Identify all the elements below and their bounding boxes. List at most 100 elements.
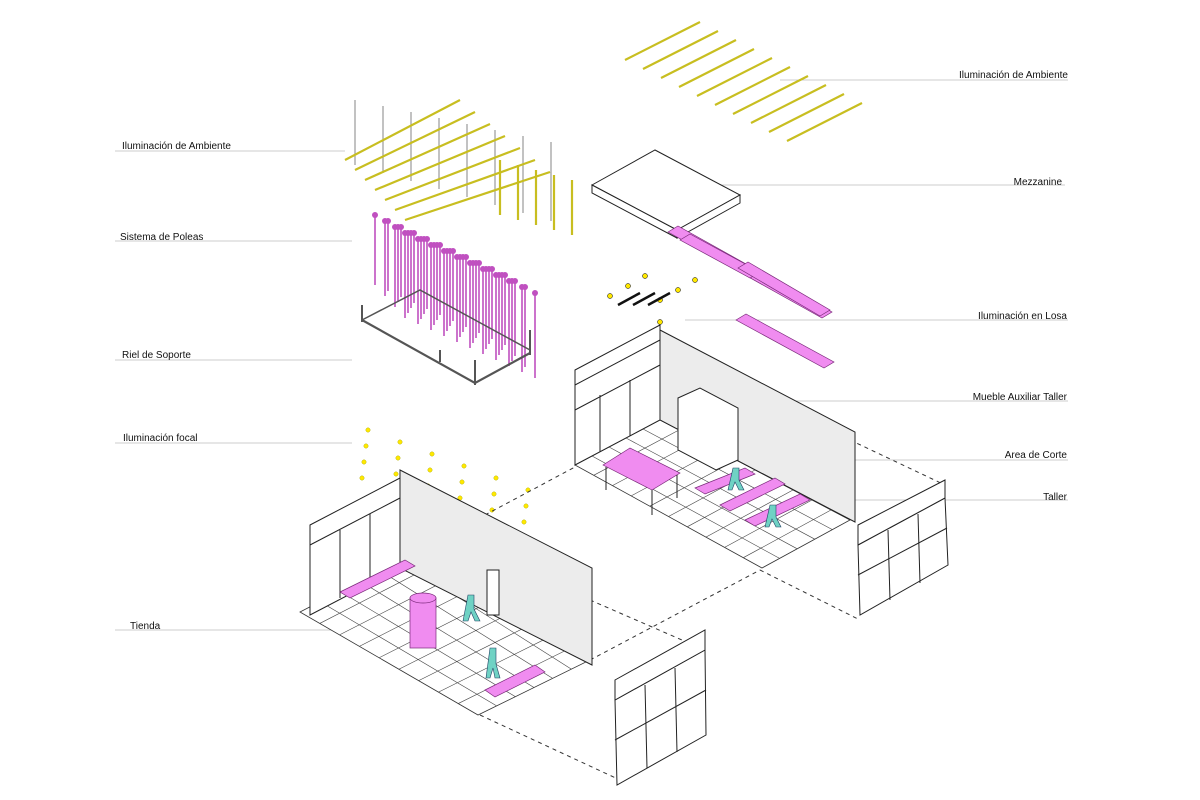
store-cylinder-top	[409, 592, 437, 604]
right-ambient-lighting	[624, 21, 863, 142]
ambient-light-bar	[714, 66, 791, 106]
mezzanine-slab	[590, 149, 742, 239]
floor-grid-line	[359, 580, 535, 688]
rail-frame	[361, 289, 531, 351]
pulley-dot	[532, 290, 538, 296]
label-slab-lighting: Iluminación en Losa	[978, 311, 1067, 322]
dashed-line	[479, 714, 621, 781]
workshop-facade-mullions	[574, 339, 661, 452]
slab-light-dot	[692, 277, 698, 283]
slab-light-dot	[642, 273, 648, 279]
slab-light-bar	[617, 291, 641, 307]
store-door	[486, 569, 500, 616]
ambient-light-bar	[344, 99, 461, 161]
slab-panel	[735, 313, 835, 369]
label-workshop: Taller	[1043, 492, 1068, 503]
floor-grid-line	[379, 570, 553, 679]
ambient-light-bar	[642, 30, 719, 70]
ambient-light-bar	[624, 21, 701, 61]
ambient-light-bar	[364, 122, 491, 182]
store-front-facade	[614, 629, 707, 786]
label-mezzanine: Mezzanine	[1014, 177, 1063, 188]
store-cylinder-display	[409, 597, 437, 649]
dashed-line	[759, 569, 861, 621]
ambient-light-bar	[786, 102, 863, 142]
label-left-ambient-lighting: Iluminación de Ambiente	[122, 141, 231, 152]
pulley-dot	[392, 224, 398, 230]
focal-light-dot	[363, 443, 369, 449]
label-pulley-system: Sistema de Poleas	[120, 232, 203, 243]
pulley-dot	[415, 236, 421, 242]
store-shelf	[484, 664, 546, 698]
workshop-bench	[744, 493, 811, 527]
pulley-dot	[402, 230, 408, 236]
pulley-dot	[519, 284, 525, 290]
mullion	[574, 364, 661, 411]
ambient-light-bar	[374, 134, 506, 192]
ambient-light-bar	[660, 39, 737, 79]
workshop-room	[574, 324, 856, 569]
ambient-light-bar	[678, 48, 755, 88]
mullion	[614, 689, 707, 741]
facade-header	[614, 629, 706, 701]
pulley-dot	[428, 242, 434, 248]
labels: Iluminación de Ambiente Sistema de Polea…	[120, 70, 1068, 632]
pulley-dot	[454, 254, 460, 260]
label-store: Tienda	[130, 621, 161, 632]
label-support-rail: Riel de Soporte	[122, 350, 191, 361]
focal-light-dot	[361, 459, 367, 465]
pulley-dot	[493, 272, 499, 278]
pulley-dot	[382, 218, 388, 224]
mullion	[309, 497, 401, 546]
store-room	[299, 469, 593, 716]
floor-grid-line	[418, 623, 534, 681]
pulley-dot	[506, 278, 512, 284]
ambient-light-bar	[768, 93, 845, 133]
workshop-front-facade	[857, 479, 949, 616]
focal-light-dot	[393, 471, 399, 477]
person-figure	[727, 467, 745, 491]
mullion	[857, 527, 948, 576]
facade-header	[857, 479, 946, 546]
pulley-system	[372, 212, 538, 378]
slab-light-dot	[657, 319, 663, 325]
label-focal-lighting: Iluminación focal	[123, 433, 197, 444]
mullion	[574, 339, 661, 386]
floor-grid-line	[378, 598, 496, 659]
focal-light-dot	[359, 475, 365, 481]
focal-light-dot	[491, 491, 497, 497]
ambient-light-bar	[404, 170, 551, 222]
mullion	[887, 529, 891, 601]
slab-light-dot	[625, 283, 631, 289]
floor-grid-line	[319, 601, 497, 707]
focal-light-dot	[459, 479, 465, 485]
label-right-ambient-lighting: Iluminación de Ambiente	[959, 70, 1068, 81]
floor-grid-line	[743, 509, 832, 558]
dashed-line	[484, 466, 576, 516]
ambient-light-bar	[394, 158, 536, 212]
mullion	[644, 684, 648, 769]
slab-lighting-fixtures	[607, 273, 698, 325]
focal-light-dot	[397, 439, 403, 445]
pulley-dot	[467, 260, 473, 266]
focal-light-dot	[429, 451, 435, 457]
left-ambient-lighting	[344, 99, 574, 235]
pulley-dot	[372, 212, 378, 218]
mullion	[917, 513, 921, 584]
store-counter	[339, 559, 416, 599]
mullion	[674, 667, 678, 753]
focal-light-dot	[493, 475, 499, 481]
pulley-dot	[441, 248, 447, 254]
ambient-light-bar	[732, 75, 809, 115]
focal-light-dot	[521, 519, 527, 525]
ambient-light-bar	[696, 57, 773, 97]
workshop-bench	[694, 467, 756, 495]
slab-light-bar	[632, 291, 656, 307]
person-figure	[764, 504, 782, 528]
floor-grid-line	[398, 610, 515, 670]
label-aux-furniture: Mueble Auxiliar Taller	[973, 392, 1068, 403]
focal-light-dot	[365, 427, 371, 433]
person-figure	[485, 647, 501, 679]
ambient-light-bar	[750, 84, 827, 124]
